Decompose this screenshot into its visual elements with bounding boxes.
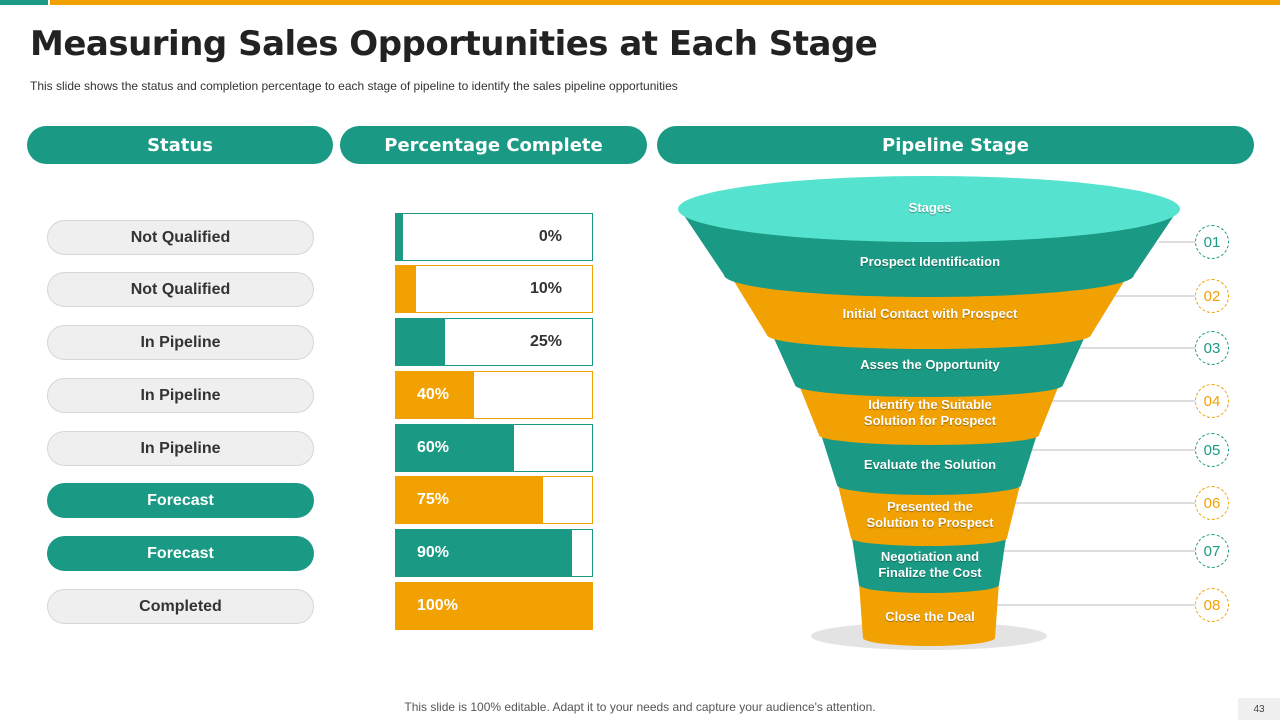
status-pill: Not Qualified (47, 220, 314, 255)
percent-bar: 40% (395, 371, 593, 419)
percent-bar-fill (396, 477, 543, 523)
percent-bar-fill (396, 319, 445, 365)
stage-number-badge: 08 (1195, 588, 1229, 622)
stage-number-badge: 04 (1195, 384, 1229, 418)
percent-label: 0% (538, 228, 562, 245)
funnel-stage-segment (859, 583, 999, 646)
funnel-top-label: Stages (908, 200, 952, 215)
pipeline-header: Pipeline Stage (657, 126, 1254, 164)
percent-bar-fill (396, 583, 592, 629)
status-header: Status (27, 126, 333, 164)
funnel-stage-segment (851, 531, 1007, 593)
percent-bar: 0% (395, 213, 593, 261)
slide-number: 43 (1238, 698, 1280, 720)
stage-number-badge: 01 (1195, 225, 1229, 259)
stage-number-badge: 03 (1195, 331, 1229, 365)
funnel-stage-segment (837, 481, 1021, 546)
funnel-stage-label: Evaluate the Solution (863, 457, 997, 472)
percent-bar-fill (396, 214, 403, 260)
status-pill: Not Qualified (47, 272, 314, 307)
funnel-stage-label: Prospect Identification (859, 254, 1001, 269)
slide-title: Measuring Sales Opportunities at Each St… (30, 24, 878, 64)
percent-label: 90% (417, 544, 450, 561)
status-pill: In Pipeline (47, 431, 314, 466)
percent-bar: 90% (395, 529, 593, 577)
percent-bar: 100% (395, 582, 593, 630)
percent-bar: 10% (395, 265, 593, 313)
top-accent-teal (0, 0, 48, 5)
percent-label: 40% (417, 386, 450, 403)
percent-label: 25% (529, 333, 562, 350)
percent-bar: 25% (395, 318, 593, 366)
percent-bar-fill (396, 530, 573, 576)
funnel-stage-label: Initial Contact with Prospect (842, 306, 1018, 321)
percent-bar-fill (396, 372, 475, 418)
top-accent-orange (50, 0, 1280, 5)
percent-bar-fill (396, 266, 416, 312)
stage-number-badge: 06 (1195, 486, 1229, 520)
status-pill: Completed (47, 589, 314, 624)
percentage-header: Percentage Complete (340, 126, 647, 164)
status-pill: Forecast (47, 536, 314, 571)
funnel-top-cap (678, 176, 1180, 242)
funnel-stage-label: Close the Deal (885, 609, 975, 624)
funnel-stage-label: Asses the Opportunity (860, 357, 1000, 372)
footer-note: This slide is 100% editable. Adapt it to… (404, 700, 876, 714)
percent-bar: 75% (395, 476, 593, 524)
funnel-stage-segment (819, 428, 1039, 495)
percent-label: 100% (417, 597, 458, 614)
percent-label: 10% (529, 280, 562, 297)
status-pill: Forecast (47, 483, 314, 518)
status-pill: In Pipeline (47, 378, 314, 413)
percent-label: 60% (417, 439, 450, 456)
stage-number-badge: 07 (1195, 534, 1229, 568)
percent-bar-fill (396, 425, 514, 471)
percent-label: 75% (417, 491, 450, 508)
stage-number-badge: 05 (1195, 433, 1229, 467)
stage-number-badge: 02 (1195, 279, 1229, 313)
percent-bar: 60% (395, 424, 593, 472)
slide-subtitle: This slide shows the status and completi… (30, 79, 678, 93)
status-pill: In Pipeline (47, 325, 314, 360)
